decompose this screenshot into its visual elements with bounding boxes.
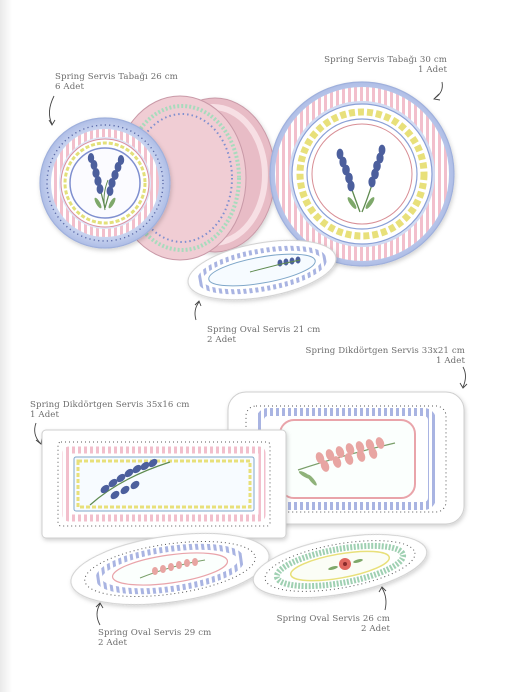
dikdortgen-servis-33x21 <box>227 391 465 525</box>
lavender-motif <box>87 153 125 211</box>
label-servis-tabagi-30: Spring Servis Tabağı 30 cm 1 Adet <box>324 55 447 75</box>
lavender-motif <box>336 144 386 213</box>
product-quantity: 2 Adet <box>360 624 390 634</box>
lavender-motif <box>89 458 171 506</box>
arrow-icon <box>34 81 468 626</box>
label-dikdortgen-servis-33x21: Spring Dikdörtgen Servis 33x21 cm 1 Adet <box>306 346 466 366</box>
plate-30cm <box>269 81 455 267</box>
product-name: Spring Servis Tabağı 30 cm <box>324 55 447 65</box>
label-oval-servis-26: Spring Oval Servis 26 cm 2 Adet <box>277 614 390 634</box>
product-quantity: 6 Adet <box>55 82 85 92</box>
product-name: Spring Dikdörtgen Servis 33x21 cm <box>305 346 465 356</box>
oval-servis-26cm <box>252 533 428 599</box>
product-quantity: 1 Adet <box>435 356 465 366</box>
poppy-motif <box>328 558 363 571</box>
product-quantity: 1 Adet <box>417 65 447 75</box>
product-quantity: 2 Adet <box>98 638 128 648</box>
product-quantity: 1 Adet <box>30 410 60 420</box>
label-servis-tabagi-26: Spring Servis Tabağı 26 cm 6 Adet <box>55 72 178 92</box>
oval-servis-29cm <box>70 532 270 606</box>
product-name: Spring Oval Servis 21 cm <box>207 325 321 335</box>
dikdortgen-servis-35x16 <box>41 429 287 539</box>
coral-flower-motif <box>297 437 396 486</box>
label-dikdortgen-servis-35x16: Spring Dikdörtgen Servis 35x16 cm 1 Adet <box>30 400 190 420</box>
label-oval-servis-29: Spring Oval Servis 29 cm 2 Adet <box>98 628 211 648</box>
label-oval-servis-21: Spring Oval Servis 21 cm 2 Adet <box>207 325 320 345</box>
product-name: Spring Servis Tabağı 26 cm <box>55 72 178 82</box>
plate-stack-26cm <box>39 95 276 261</box>
product-quantity: 2 Adet <box>207 335 237 345</box>
product-name: Spring Oval Servis 26 cm <box>276 614 390 624</box>
product-name: Spring Dikdörtgen Servis 35x16 cm <box>30 400 190 410</box>
page-binding-edge <box>0 0 12 692</box>
oval-servis-21cm <box>187 239 337 301</box>
product-name: Spring Oval Servis 29 cm <box>98 628 212 638</box>
